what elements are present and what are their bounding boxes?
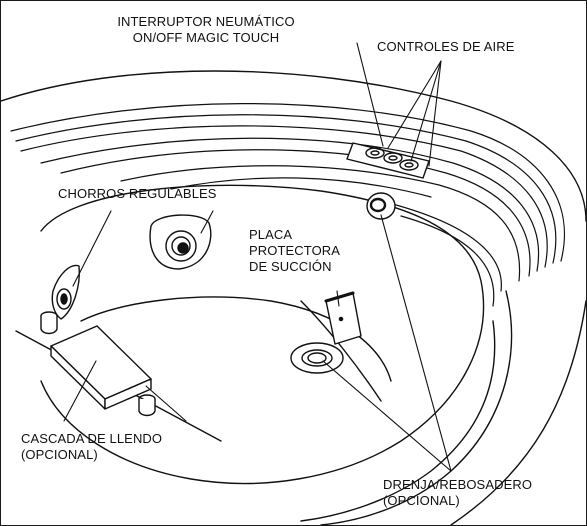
air-control-panel [346, 142, 430, 179]
label-suction-plate-line1: PLACA [249, 227, 293, 242]
waterfall-spout [50, 325, 152, 410]
suction-plate [324, 291, 362, 345]
label-suction-plate-line3: DE SUCCIÓN [249, 259, 332, 274]
label-suction-plate-line2: PROTECTORA [249, 243, 341, 258]
label-waterfall: CASCADA DE LLENDO (OPCIONAL) [21, 431, 162, 463]
faucet-knob-left [40, 311, 58, 335]
label-suction-plate: PLACA PROTECTORA DE SUCCIÓN [249, 227, 340, 275]
leader-lines [63, 42, 452, 472]
label-pneumatic-switch-line2: ON/OFF MAGIC TOUCH [132, 30, 280, 45]
label-waterfall-line2: (OPCIONAL) [21, 447, 98, 462]
label-drain-overflow: DRENJA/REBOSADERO (OPCIONAL) [383, 477, 532, 509]
tub-outer-right [450, 300, 586, 525]
label-pneumatic-switch: INTERRUPTOR NEUMÁTICO ON/OFF MAGIC TOUCH [86, 14, 326, 46]
floor-drain [290, 342, 344, 374]
adjustable-jet-left [51, 264, 80, 320]
rim-grooves [10, 103, 566, 307]
label-waterfall-line1: CASCADA DE LLENDO [21, 431, 163, 446]
faucet-knob-right [138, 394, 156, 417]
basin-floor-contour-2 [300, 300, 382, 402]
basin-inner-wall [40, 184, 485, 485]
label-pneumatic-switch-line1: INTERRUPTOR NEUMÁTICO [117, 14, 295, 29]
label-air-controls: CONTROLES DE AIRE [377, 39, 515, 54]
tub-right-shell-inner [300, 320, 496, 522]
label-adjustable-jets: CHORROS REGULABLES [58, 186, 217, 201]
adjustable-jet-center [149, 214, 212, 270]
basin-floor-contour [80, 296, 392, 382]
label-drain-overflow-line2: (OPCIONAL) [383, 493, 460, 508]
tub-outer-rim [1, 70, 586, 222]
label-drain-overflow-line1: DRENJA/REBOSADERO [383, 477, 533, 492]
overflow-cover [366, 192, 396, 220]
